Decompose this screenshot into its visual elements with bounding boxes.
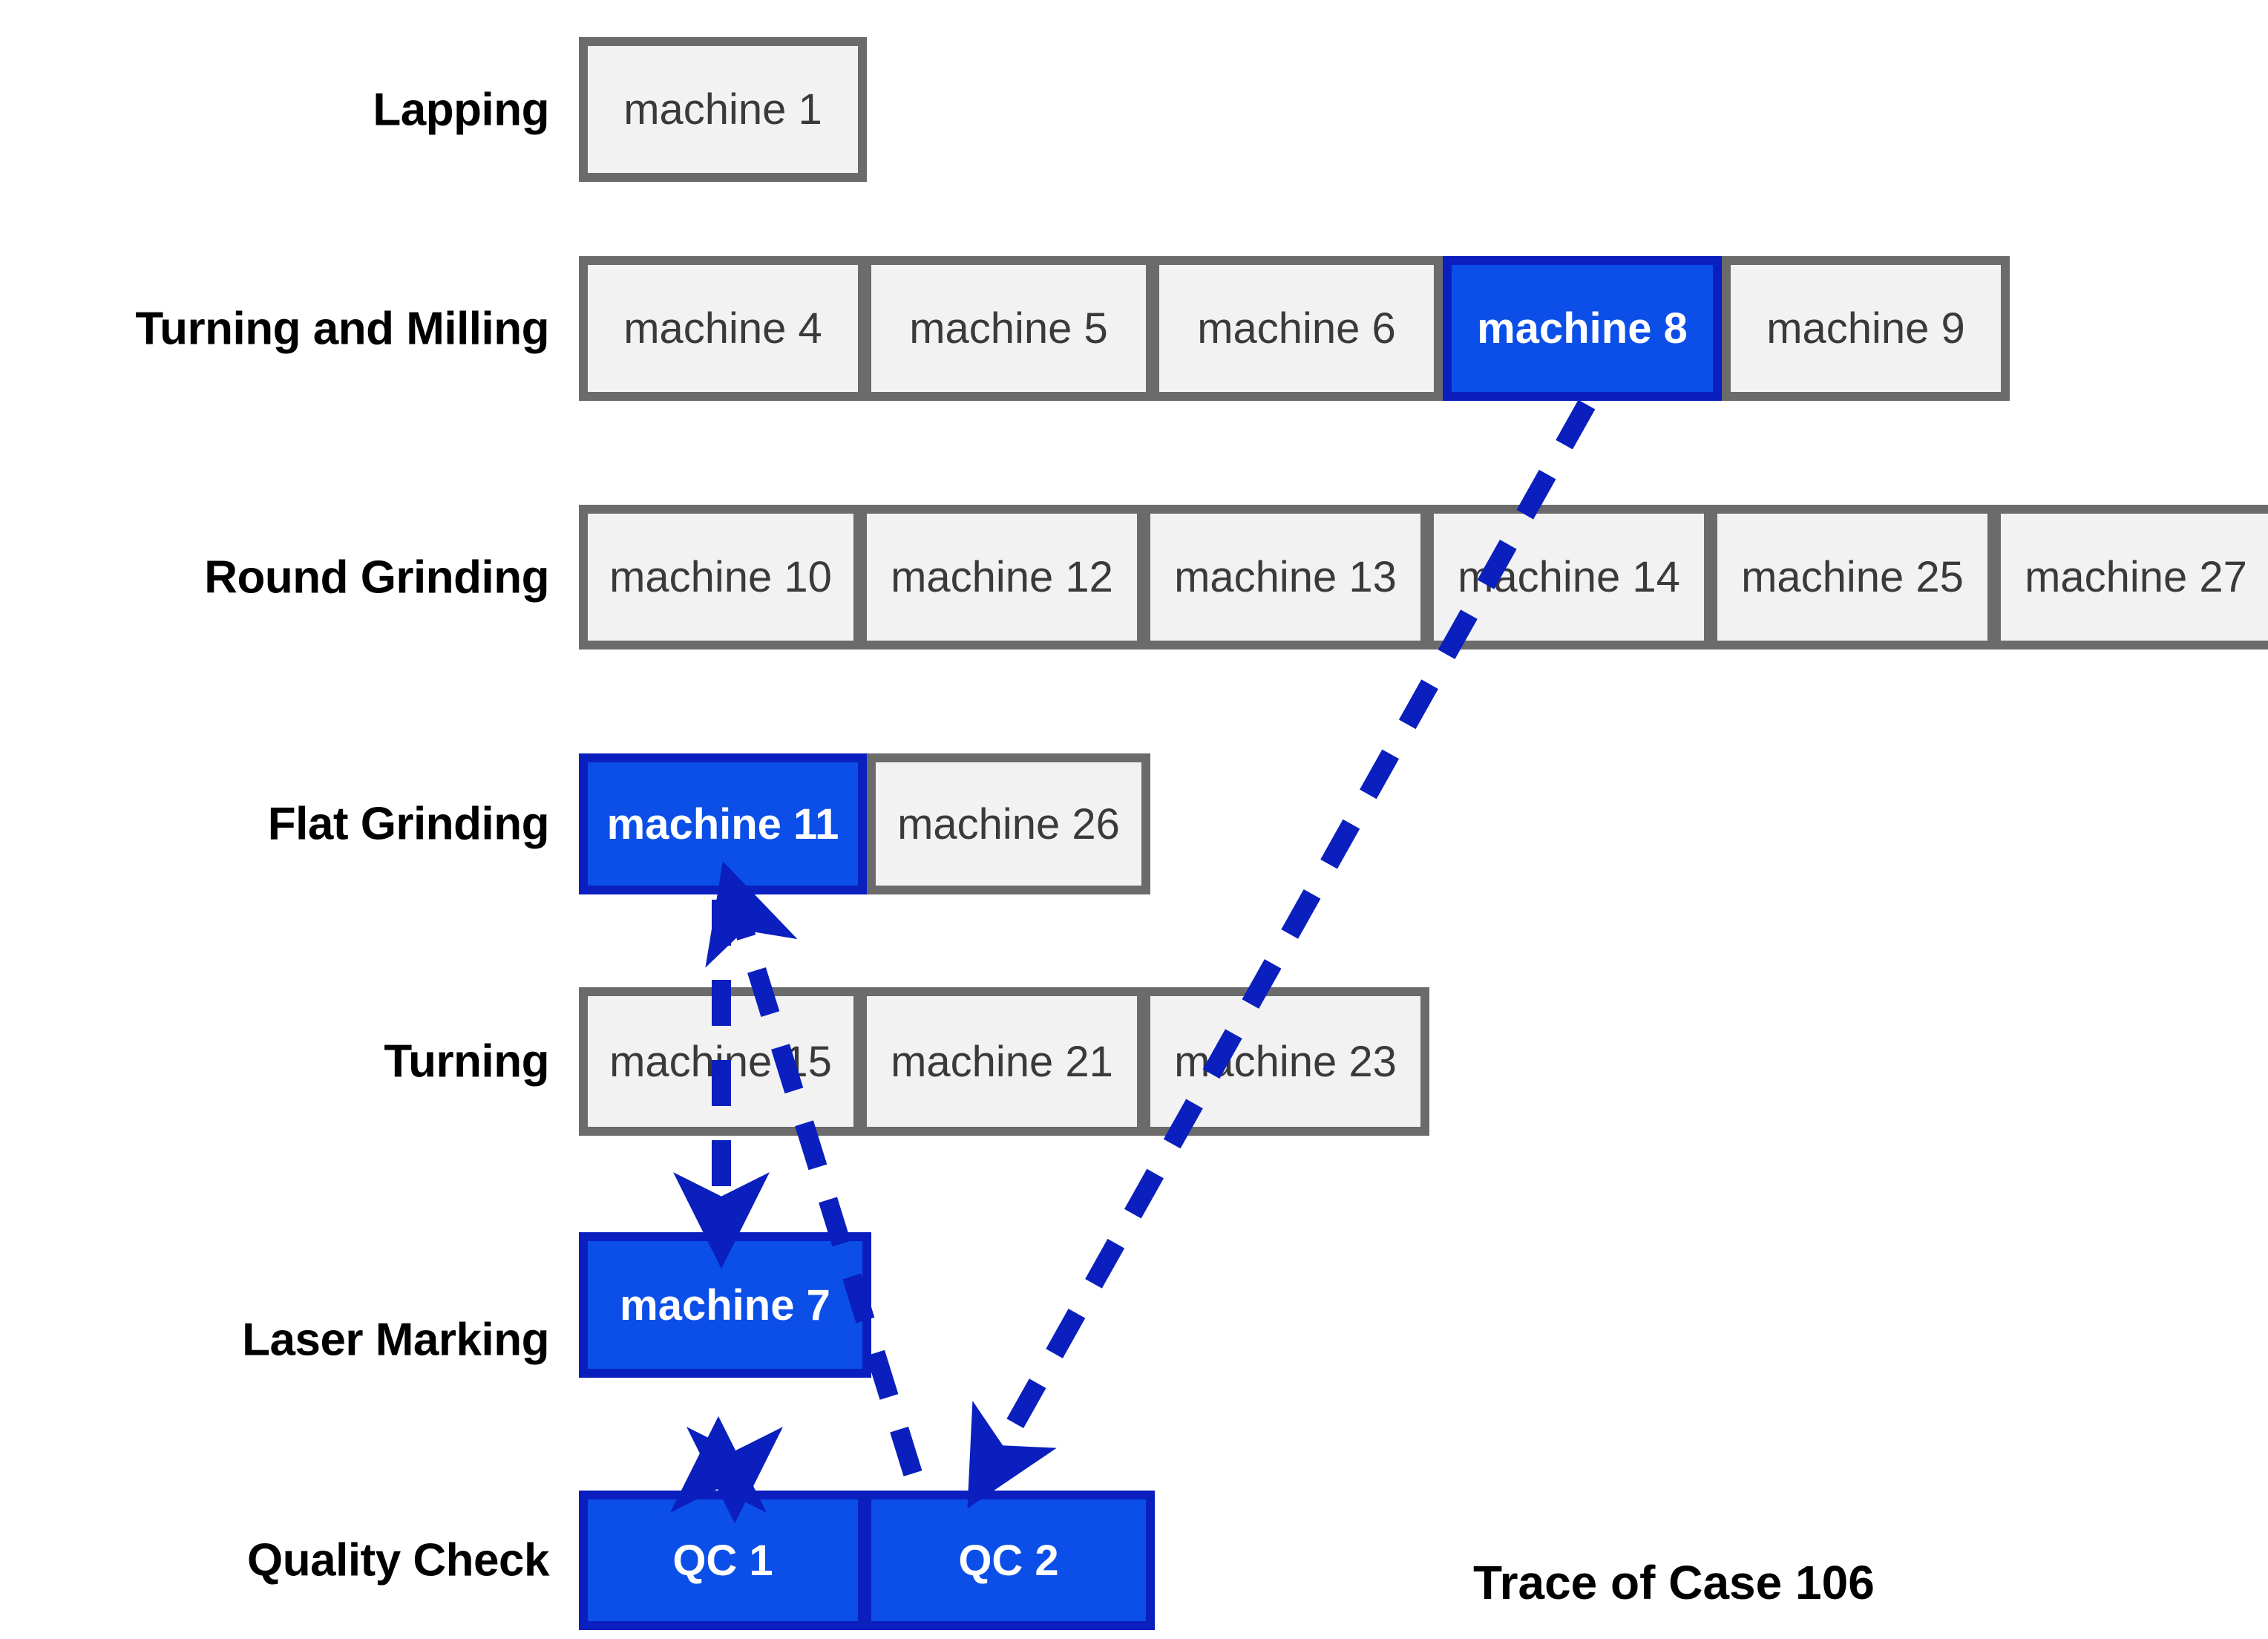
machine-box[interactable]: machine 13: [1146, 505, 1429, 650]
machine-box[interactable]: machine 21: [862, 987, 1146, 1136]
row-label-wrap-turning-and-milling: Turning and Milling: [0, 256, 549, 401]
box-strip-round-grinding: machine 10 machine 12 machine 13 machine…: [579, 505, 2268, 650]
box-strip-flat-grinding: machine 11 machine 26: [579, 753, 1150, 894]
machine-box[interactable]: machine 15: [579, 987, 862, 1136]
row-label-quality-check: Quality Check: [247, 1534, 549, 1586]
qc-box-highlighted[interactable]: QC 2: [867, 1491, 1155, 1630]
row-label-turning: Turning: [384, 1036, 549, 1087]
machine-box[interactable]: machine 9: [1722, 256, 2010, 401]
machine-box[interactable]: machine 1: [579, 37, 867, 182]
machine-box[interactable]: machine 26: [867, 753, 1150, 894]
machine-box[interactable]: machine 10: [579, 505, 862, 650]
machine-box[interactable]: machine 27: [1996, 505, 2268, 650]
row-label-wrap-lapping: Lapping: [0, 37, 549, 182]
machine-box-highlighted[interactable]: machine 8: [1443, 256, 1722, 401]
machine-box[interactable]: machine 12: [862, 505, 1146, 650]
machine-box[interactable]: machine 25: [1713, 505, 1996, 650]
row-label-flat-grinding: Flat Grinding: [267, 798, 550, 850]
row-label-lapping: Lapping: [373, 84, 549, 135]
row-laser-marking: Laser Marking machine 7: [0, 1232, 2268, 1447]
row-label-wrap-laser-marking: Laser Marking: [0, 1232, 549, 1447]
machine-box[interactable]: machine 23: [1146, 987, 1429, 1136]
machine-box[interactable]: machine 4: [579, 256, 867, 401]
row-label-laser-marking: Laser Marking: [242, 1314, 549, 1366]
diagram-caption: Trace of Case 106: [1473, 1556, 1875, 1609]
row-quality-check: Quality Check QC 1 QC 2: [0, 1491, 2268, 1630]
box-strip-quality-check: QC 1 QC 2: [579, 1491, 1155, 1630]
row-label-wrap-flat-grinding: Flat Grinding: [0, 753, 550, 894]
row-lapping: Lapping machine 1: [0, 37, 2268, 182]
box-strip-laser-marking: machine 7: [579, 1232, 871, 1378]
machine-box[interactable]: machine 5: [867, 256, 1155, 401]
machine-box-highlighted[interactable]: machine 7: [579, 1232, 871, 1378]
box-strip-lapping: machine 1: [579, 37, 867, 182]
row-turning: Turning machine 15 machine 21 machine 23: [0, 987, 2268, 1136]
machine-box-highlighted[interactable]: machine 11: [579, 753, 867, 894]
row-label-wrap-turning: Turning: [0, 987, 549, 1136]
row-round-grinding: Round Grinding machine 10 machine 12 mac…: [0, 505, 2268, 650]
box-strip-turning-and-milling: machine 4 machine 5 machine 6 machine 8 …: [579, 256, 2010, 401]
row-label-wrap-round-grinding: Round Grinding: [0, 505, 549, 650]
box-strip-turning: machine 15 machine 21 machine 23: [579, 987, 1429, 1136]
qc-box-highlighted[interactable]: QC 1: [579, 1491, 867, 1630]
row-label-round-grinding: Round Grinding: [204, 552, 549, 603]
machine-box[interactable]: machine 14: [1429, 505, 1713, 650]
machine-box[interactable]: machine 6: [1155, 256, 1443, 401]
row-label-wrap-quality-check: Quality Check: [0, 1491, 549, 1630]
row-turning-and-milling: Turning and Milling machine 4 machine 5 …: [0, 256, 2268, 401]
row-label-turning-and-milling: Turning and Milling: [135, 303, 549, 354]
row-flat-grinding: Flat Grinding machine 11 machine 26: [0, 753, 2268, 894]
